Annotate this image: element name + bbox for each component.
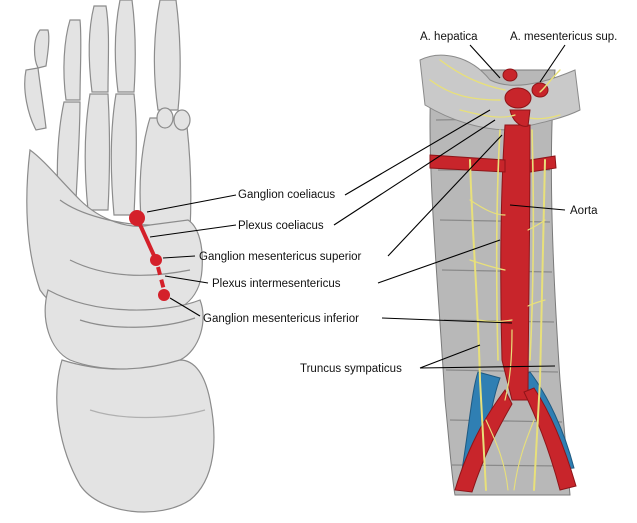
label-aorta: Aorta (570, 205, 598, 217)
toe-3 (88, 5, 110, 93)
ganglion-markers (129, 210, 170, 301)
toe-1 (24, 67, 47, 131)
toe-5 (153, 0, 181, 111)
leader-gmi-foot (169, 297, 201, 317)
marker-ganglion-coeliacus (129, 210, 145, 226)
label-mes-sup: A. mesentericus sup. (510, 31, 617, 43)
label-plexus-coeliacus: Plexus coeliacus (238, 220, 324, 232)
leader-mes-sup (539, 44, 566, 83)
label-hepatica: A. hepatica (420, 31, 478, 43)
label-ganglion-coeliacus: Ganglion coeliacus (238, 189, 335, 201)
leader-aorta (509, 204, 566, 211)
leader-gms-foot (162, 255, 196, 259)
marker-ganglion-mes-inf (158, 289, 170, 301)
toe-1-distal (33, 29, 50, 69)
metatarsals (26, 148, 203, 320)
leader-pc-foot (149, 224, 237, 238)
toe-2 (63, 19, 82, 101)
leader-pi-aorta (377, 239, 501, 284)
sesamoid-2 (173, 109, 191, 131)
labels: A. hepatica A. mesentericus sup. Aorta G… (199, 31, 617, 375)
label-plexus-intermes: Plexus intermesentericus (212, 278, 341, 290)
leader-truncus-2 (419, 365, 556, 369)
leader-pi-foot (164, 275, 209, 284)
leader-gms-aorta (387, 134, 503, 257)
leader-lines (146, 44, 566, 369)
toe-4-base (110, 93, 137, 216)
leader-gc-aorta (344, 109, 491, 196)
toe-3-base (84, 93, 111, 211)
leader-truncus-1 (419, 344, 481, 369)
leader-gc-foot (146, 194, 237, 213)
marker-ganglion-mes-sup (150, 254, 162, 266)
leader-hepatica (469, 44, 501, 79)
label-ganglion-mes-sup: Ganglion mesentericus superior (199, 251, 362, 263)
leader-pc-aorta (333, 119, 496, 226)
leader-gmi-aorta (381, 317, 513, 324)
toe-4 (114, 0, 136, 93)
marker-connector-lower (156, 266, 166, 291)
label-truncus: Truncus sympaticus (300, 363, 402, 375)
foot-skeleton (24, 0, 215, 513)
sesamoid-1 (156, 107, 174, 129)
nerve-plexus (429, 59, 561, 491)
aorta-vessel (429, 68, 577, 493)
toe-5-base (139, 117, 192, 231)
label-ganglion-mes-inf: Ganglion mesentericus inferior (203, 313, 359, 325)
calcaneus (56, 359, 215, 513)
